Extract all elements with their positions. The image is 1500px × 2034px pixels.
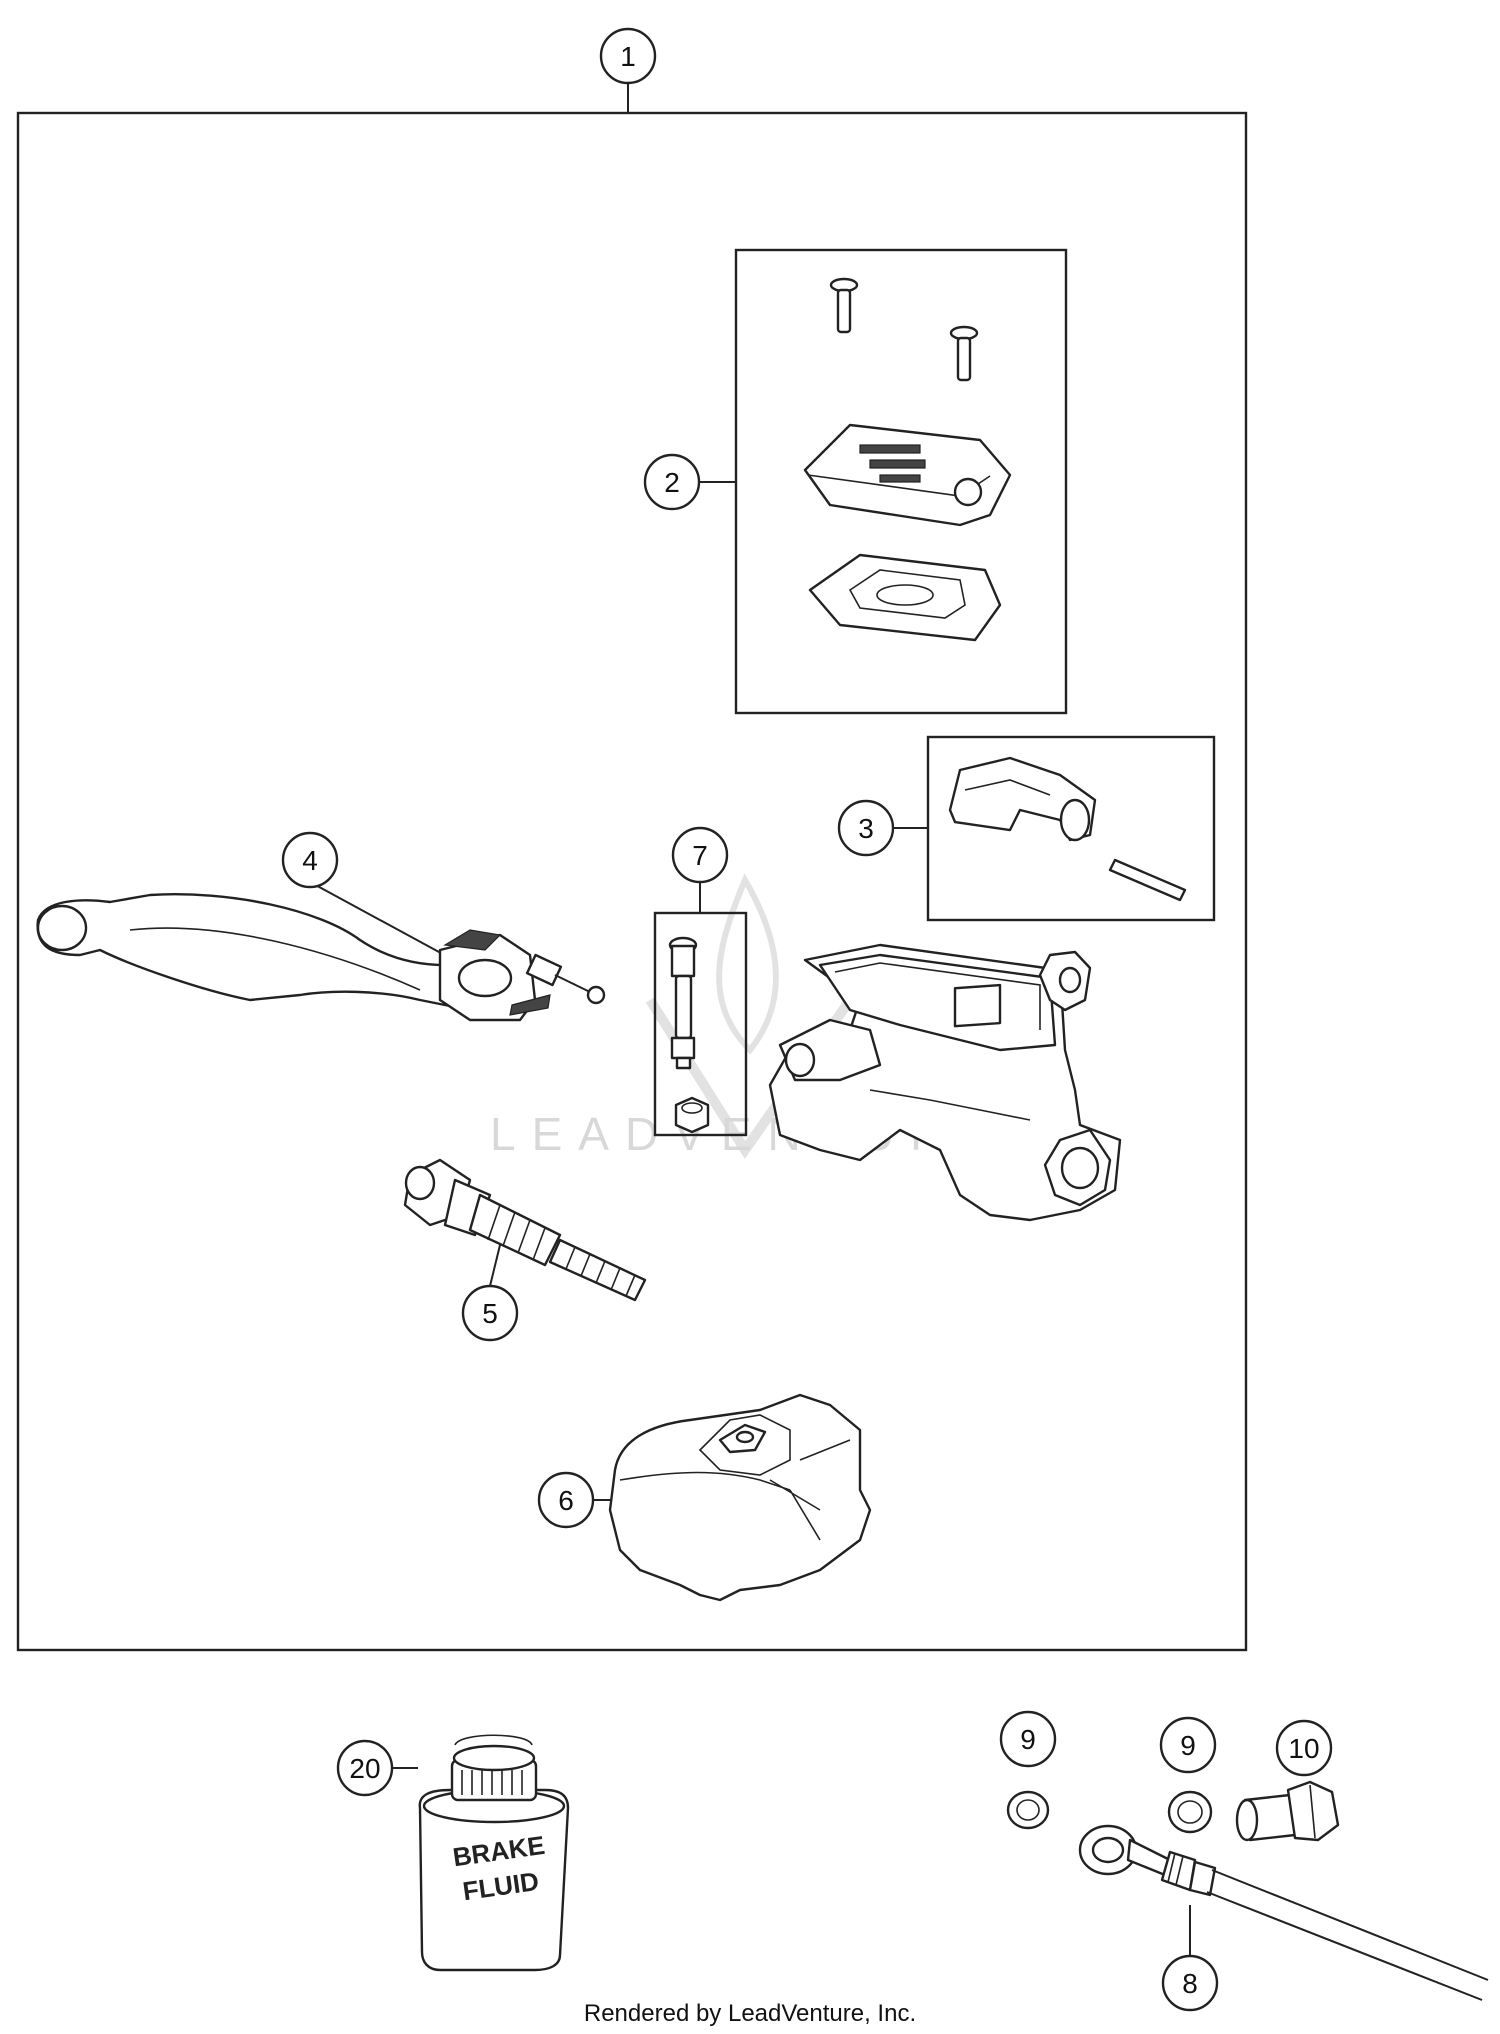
piston-assembly bbox=[403, 1158, 647, 1302]
footer-credit: Rendered by LeadVenture, Inc. bbox=[583, 2000, 917, 2027]
sealing-washer-right bbox=[1167, 1790, 1213, 1834]
callout-6-number: 6 bbox=[558, 1485, 574, 1516]
callout-3[interactable]: 3 bbox=[837, 799, 895, 857]
callout-1[interactable]: 1 bbox=[599, 27, 657, 85]
callout-8-number: 8 bbox=[1182, 1968, 1198, 1999]
clamp-pin bbox=[1108, 858, 1187, 902]
callout-9-right[interactable]: 9 bbox=[1159, 1716, 1217, 1774]
handlebar-clamp bbox=[948, 756, 1097, 842]
cap-screw-right bbox=[949, 325, 979, 382]
banjo-bolt bbox=[1235, 1780, 1340, 1842]
assembly-box-1 bbox=[16, 111, 1248, 1652]
pivot-bolt bbox=[668, 936, 698, 1070]
reservoir-cover bbox=[608, 1393, 872, 1602]
callout-1-number: 1 bbox=[620, 41, 636, 72]
callout-9-right-number: 9 bbox=[1180, 1730, 1196, 1761]
callout-7[interactable]: 7 bbox=[671, 826, 729, 884]
master-cylinder-body bbox=[768, 943, 1122, 1222]
callout-20-number: 20 bbox=[349, 1753, 380, 1784]
reservoir-diaphragm bbox=[808, 553, 1002, 642]
callout-8[interactable]: 8 bbox=[1161, 1954, 1219, 2012]
brake-lever bbox=[36, 893, 606, 1022]
callout-5[interactable]: 5 bbox=[461, 1284, 519, 1342]
callout-9-left[interactable]: 9 bbox=[999, 1710, 1057, 1768]
callout-3-number: 3 bbox=[858, 813, 874, 844]
callout-20[interactable]: 20 bbox=[336, 1739, 394, 1797]
brake-line bbox=[1078, 1824, 1489, 2001]
callout-6[interactable]: 6 bbox=[537, 1471, 595, 1529]
callout-10-number: 10 bbox=[1288, 1733, 1319, 1764]
brake-fluid-bottle: BRAKE FLUID bbox=[418, 1734, 570, 1972]
callout-4[interactable]: 4 bbox=[281, 831, 339, 889]
callout-9-left-number: 9 bbox=[1020, 1724, 1036, 1755]
reservoir-cap bbox=[803, 423, 1012, 527]
callout-2[interactable]: 2 bbox=[643, 453, 701, 511]
sealing-washer-left bbox=[1006, 1790, 1050, 1830]
callout-7-number: 7 bbox=[692, 840, 708, 871]
callout-4-number: 4 bbox=[302, 845, 318, 876]
callout-2-number: 2 bbox=[664, 467, 680, 498]
callout-5-number: 5 bbox=[482, 1298, 498, 1329]
callout-10[interactable]: 10 bbox=[1275, 1719, 1333, 1777]
pivot-nut bbox=[674, 1096, 710, 1134]
cap-screw-left bbox=[829, 277, 859, 334]
